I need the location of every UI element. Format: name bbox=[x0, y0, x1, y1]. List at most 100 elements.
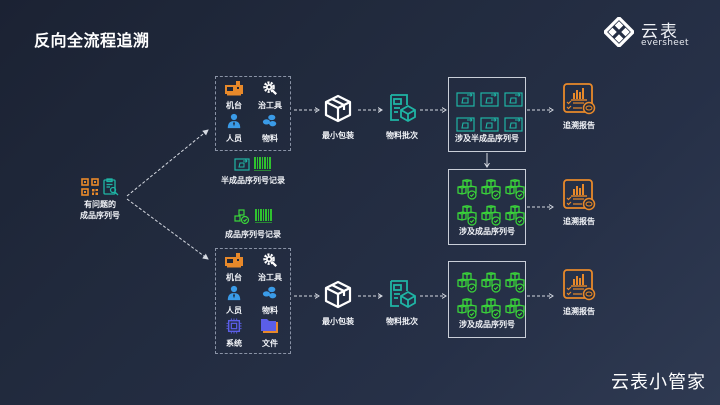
bottom-min-pack-node: 最小包装 bbox=[316, 279, 360, 327]
finished-serials-box-middle: 涉及成品序列号 bbox=[448, 169, 526, 245]
factor-label: 治工具 bbox=[258, 101, 282, 110]
semi-product-icon bbox=[234, 158, 250, 171]
factor-machine: 机台 bbox=[216, 80, 252, 111]
report-label: 追溯报告 bbox=[563, 307, 595, 316]
barcode-icon bbox=[255, 209, 272, 223]
factor-tool: 治工具 bbox=[252, 252, 288, 283]
factor-label: 物料 bbox=[262, 134, 278, 143]
arrow-source-to-bottom bbox=[126, 198, 209, 260]
report-chart-icon bbox=[556, 268, 602, 306]
material-batch-label: 物料批次 bbox=[386, 317, 418, 326]
cubes-check-icon bbox=[504, 272, 525, 298]
report-node-middle: 追溯报告 bbox=[556, 178, 602, 227]
finished-serials-box-bottom: 涉及成品序列号 bbox=[448, 261, 526, 338]
factor-file: 文件 bbox=[252, 318, 288, 349]
source-node: 有问题的 成品序列号 bbox=[72, 178, 128, 221]
person-icon bbox=[227, 285, 241, 301]
cubes-check-icon bbox=[504, 298, 525, 324]
chip-icon bbox=[226, 318, 242, 334]
semi-product-icon bbox=[456, 90, 476, 111]
machine-icon bbox=[225, 253, 243, 268]
finished-serials-grid bbox=[456, 272, 525, 324]
min-pack-label: 最小包装 bbox=[322, 131, 354, 140]
gear-tool-icon bbox=[263, 253, 278, 268]
package-box-icon bbox=[324, 280, 352, 309]
min-pack-label: 最小包装 bbox=[322, 317, 354, 326]
bottom-material-batch-node: 物料批次 bbox=[380, 279, 424, 327]
cubes-check-icon bbox=[456, 179, 477, 205]
cubes-check-icon bbox=[480, 179, 501, 205]
folder-icon bbox=[261, 319, 278, 333]
page-title: 反向全流程追溯 bbox=[34, 31, 150, 50]
bottom-factors-box: 机台 治工具 人员 物料 系统 文件 bbox=[215, 248, 291, 354]
cubes-check-icon bbox=[480, 298, 501, 324]
finished-serials-label: 涉及成品序列号 bbox=[459, 320, 515, 329]
source-label-line2: 成品序列号 bbox=[80, 211, 120, 220]
cubes-check-icon bbox=[456, 272, 477, 298]
top-factors-box: 机台 治工具 人员 物料 bbox=[215, 76, 291, 151]
factor-tool: 治工具 bbox=[252, 80, 288, 111]
document-box-icon bbox=[390, 280, 416, 309]
material-batch-label: 物料批次 bbox=[386, 131, 418, 140]
semi-product-icon bbox=[504, 115, 524, 136]
factor-machine: 机台 bbox=[216, 252, 252, 283]
factor-label: 治工具 bbox=[258, 273, 282, 282]
semi-product-icon bbox=[480, 115, 500, 136]
factor-label: 机台 bbox=[226, 101, 242, 110]
finished-serials-label: 涉及成品序列号 bbox=[459, 227, 515, 236]
factor-label: 物料 bbox=[262, 306, 278, 315]
report-node-bottom: 追溯报告 bbox=[556, 268, 602, 317]
report-chart-icon bbox=[556, 178, 602, 216]
factor-label: 机台 bbox=[226, 273, 242, 282]
footer-brand: 云表小管家 bbox=[611, 372, 706, 393]
factor-label: 人员 bbox=[226, 134, 242, 143]
document-box-icon bbox=[390, 94, 416, 123]
semi-product-icon bbox=[504, 90, 524, 111]
semi-serials-label: 涉及半成品序列号 bbox=[455, 134, 519, 143]
machine-icon bbox=[225, 81, 243, 96]
person-icon bbox=[227, 113, 241, 129]
top-min-pack-node: 最小包装 bbox=[316, 93, 360, 141]
source-label-line1: 有问题的 bbox=[84, 200, 116, 209]
report-chart-icon bbox=[556, 82, 602, 120]
clipboard-search-icon bbox=[102, 178, 118, 196]
materials-icon bbox=[262, 286, 277, 299]
gear-tool-icon bbox=[263, 81, 278, 96]
finished-record-label: 成品序列号记录 bbox=[225, 230, 281, 239]
report-node-top: 追溯报告 bbox=[556, 82, 602, 131]
factor-materials: 物料 bbox=[252, 113, 288, 144]
logo-subtitle: eversheet bbox=[641, 38, 689, 48]
barcode-icon bbox=[254, 157, 271, 171]
semi-serials-grid bbox=[456, 90, 525, 136]
semi-product-icon bbox=[480, 90, 500, 111]
cubes-check-icon bbox=[504, 179, 525, 205]
eversheet-logo-icon bbox=[602, 15, 636, 51]
factor-person: 人员 bbox=[216, 113, 252, 144]
materials-icon bbox=[262, 114, 277, 127]
package-box-icon bbox=[324, 94, 352, 123]
report-label: 追溯报告 bbox=[563, 121, 595, 130]
factor-person: 人员 bbox=[216, 285, 252, 316]
cubes-check-icon bbox=[234, 209, 250, 225]
logo-text: 云表 bbox=[641, 22, 679, 42]
cubes-check-icon bbox=[456, 205, 477, 231]
finished-serials-grid bbox=[456, 179, 525, 231]
semi-serials-box: 涉及半成品序列号 bbox=[448, 77, 526, 152]
factor-label: 文件 bbox=[262, 339, 278, 348]
cubes-check-icon bbox=[456, 298, 477, 324]
semi-record-node: 半成品序列号记录 bbox=[212, 157, 294, 186]
factor-label: 系统 bbox=[226, 339, 242, 348]
report-label: 追溯报告 bbox=[563, 217, 595, 226]
top-material-batch-node: 物料批次 bbox=[380, 93, 424, 141]
cubes-check-icon bbox=[504, 205, 525, 231]
semi-record-label: 半成品序列号记录 bbox=[221, 176, 285, 185]
finished-record-node: 成品序列号记录 bbox=[212, 209, 294, 240]
factor-label: 人员 bbox=[226, 306, 242, 315]
arrow-source-to-top bbox=[126, 129, 209, 197]
cubes-check-icon bbox=[480, 205, 501, 231]
semi-product-icon bbox=[456, 115, 476, 136]
qr-code-icon bbox=[80, 178, 99, 196]
factor-materials: 物料 bbox=[252, 285, 288, 316]
cubes-check-icon bbox=[480, 272, 501, 298]
